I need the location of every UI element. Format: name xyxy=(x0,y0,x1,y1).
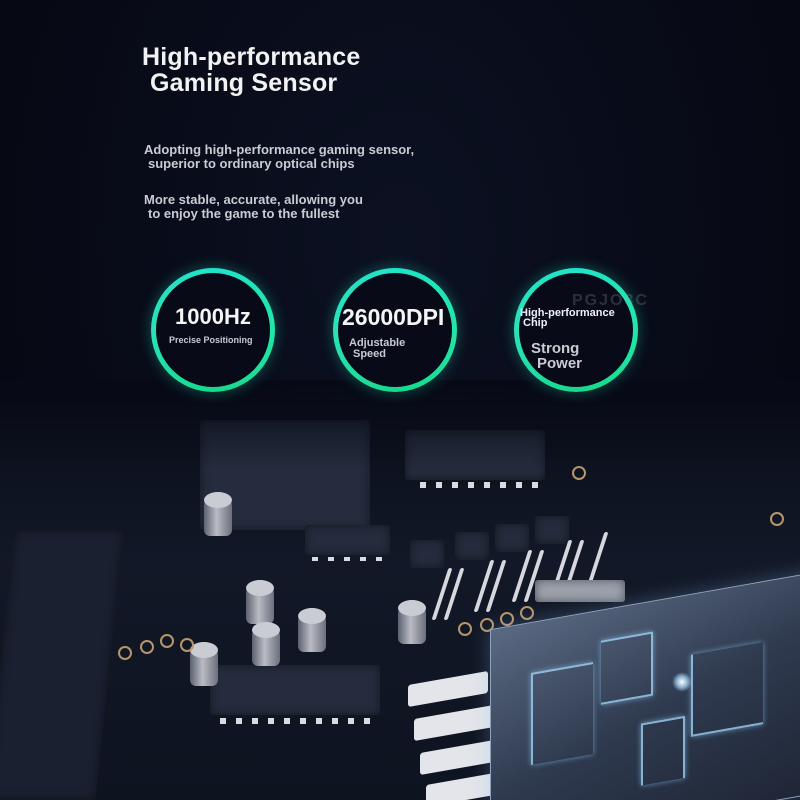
board-small-ic xyxy=(305,525,390,555)
feature-label-line-1: Adjustable xyxy=(349,337,406,349)
board-small-ic-pins xyxy=(312,557,392,561)
feature-label-line-1: High-performance xyxy=(520,307,615,319)
feature-value: 26000DPI xyxy=(342,304,445,330)
board-via xyxy=(458,622,472,636)
board-pad xyxy=(408,670,488,708)
feature-value: 1000Hz xyxy=(175,304,251,329)
description-sensor: Adopting high-performance gaming sensor,… xyxy=(144,143,414,171)
board-transistor xyxy=(410,540,444,568)
description-stability-line-1: More stable, accurate, allowing you xyxy=(144,192,363,207)
feature-value-line-1: Strong xyxy=(531,340,580,357)
board-capacitor xyxy=(298,608,326,652)
board-pad xyxy=(414,704,494,742)
board-via xyxy=(770,512,784,526)
board-ic-pins xyxy=(420,482,540,488)
description-sensor-line-1: Adopting high-performance gaming sensor, xyxy=(144,142,415,157)
feature-value-line-2: Power xyxy=(537,355,583,372)
board-via xyxy=(180,638,194,652)
board-lower-ic xyxy=(210,665,380,715)
board-via xyxy=(520,606,534,620)
page-title: High-performance Gaming Sensor xyxy=(142,44,361,96)
board-capacitor xyxy=(252,622,280,666)
board-capacitor xyxy=(246,580,274,624)
board-lead xyxy=(587,532,609,584)
chip-trace xyxy=(641,715,685,786)
chip-trace xyxy=(601,631,653,705)
title-line-1: High-performance xyxy=(142,43,361,71)
description-sensor-line-2: superior to ordinary optical chips xyxy=(148,156,355,171)
description-stability: More stable, accurate, allowing you to e… xyxy=(144,193,363,221)
feature-ring-polling-rate: 1000Hz Precise Positioning xyxy=(151,268,275,392)
feature-ring-dpi: 26000DPI Adjustable Speed xyxy=(333,268,457,392)
board-lower-ic-pins xyxy=(220,718,380,724)
board-heatsink-block xyxy=(0,530,125,800)
title-line-2: Gaming Sensor xyxy=(150,69,338,97)
board-via xyxy=(480,618,494,632)
feature-ring-chip: PGJO3C High-performance Chip Strong Powe… xyxy=(514,268,647,392)
board-via xyxy=(140,640,154,654)
board-capacitor xyxy=(398,600,426,644)
board-via xyxy=(500,612,514,626)
feature-label: Precise Positioning xyxy=(169,335,253,345)
board-pad xyxy=(420,738,500,776)
board-top-fade xyxy=(0,380,800,470)
board-capacitor xyxy=(190,642,218,686)
feature-label: Adjustable Speed xyxy=(349,338,405,360)
feature-label-line-2: Speed xyxy=(353,348,387,360)
board-via xyxy=(160,634,174,648)
chip-trace xyxy=(691,642,763,737)
feature-label: High-performance Chip xyxy=(520,307,615,329)
description-stability-line-2: to enjoy the game to the fullest xyxy=(148,206,340,221)
feature-label-line-2: Chip xyxy=(523,317,548,329)
chip-glow-spark xyxy=(672,672,692,692)
board-transistor xyxy=(455,532,489,560)
feature-ghost-text: PGJO3C xyxy=(572,292,649,309)
chip-trace xyxy=(531,662,593,766)
board-via xyxy=(118,646,132,660)
board-transistor xyxy=(535,516,569,544)
board-transistor xyxy=(495,524,529,552)
board-capacitor xyxy=(204,492,232,536)
board-resistor-array xyxy=(535,580,625,602)
feature-value: Strong Power xyxy=(531,341,582,371)
